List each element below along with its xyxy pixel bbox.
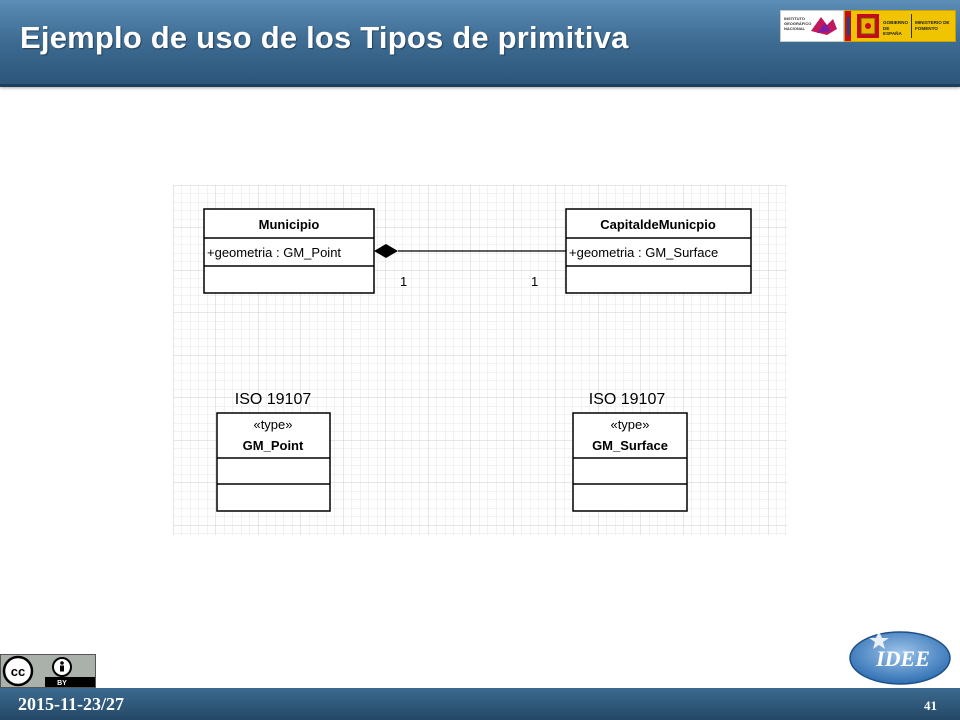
source-multiplicity: 1 [400, 274, 407, 289]
gm-point-name: GM_Point [243, 438, 304, 453]
idee-logo-text: IDEE [875, 646, 930, 671]
star-icon [869, 631, 889, 649]
class-municipio-name: Municipio [259, 217, 320, 232]
class-capital: CapitaldeMunicpio +geometria : GM_Surfac… [565, 208, 752, 294]
uml-diagram-canvas: Municipio +geometria : GM_Point Capitald… [173, 185, 787, 535]
class-capital-attribute: +geometria : GM_Surface [569, 245, 718, 260]
gm-surface-package: ISO 19107 [589, 391, 666, 408]
class-gm-point: ISO 19107 «type» GM_Point [216, 391, 331, 512]
class-gm-surface: ISO 19107 «type» GM_Surface [572, 391, 688, 512]
composition-association: 1 1 [374, 244, 566, 289]
composition-diamond-icon [374, 244, 398, 258]
uml-class-diagram: Municipio +geometria : GM_Point Capitald… [173, 185, 787, 535]
ign-logo-mark [811, 17, 837, 35]
slide-footer [0, 688, 960, 720]
footer-date: 2015-11-23/27 [18, 694, 124, 714]
target-multiplicity: 1 [531, 274, 538, 289]
creative-commons-badge: cc BY [0, 654, 96, 688]
gm-point-stereotype: «type» [253, 417, 292, 432]
header-divider [0, 84, 960, 87]
class-capital-name: CapitaldeMunicpio [600, 217, 716, 232]
gm-point-package: ISO 19107 [235, 391, 312, 408]
class-municipio-attribute: +geometria : GM_Point [207, 245, 341, 260]
ministerio-logo: GOBIERNO DE ESPAÑA MINISTERIO DE FOMENTO [844, 10, 956, 42]
gm-surface-stereotype: «type» [610, 417, 649, 432]
page-number: 41 [924, 698, 937, 713]
slide-title: Ejemplo de uso de los Tipos de primitiva [20, 20, 629, 55]
idee-logo: IDEE [847, 628, 951, 686]
gm-surface-name: GM_Surface [592, 438, 668, 453]
ign-logo: INSTITUTO GEOGRÁFICO NACIONAL [780, 10, 844, 42]
cc-by-label: BY [57, 680, 67, 687]
svg-text:cc: cc [11, 664, 25, 679]
spain-coat-of-arms-icon [845, 11, 912, 41]
cc-icon [2, 655, 34, 687]
class-municipio: Municipio +geometria : GM_Point [203, 208, 375, 294]
